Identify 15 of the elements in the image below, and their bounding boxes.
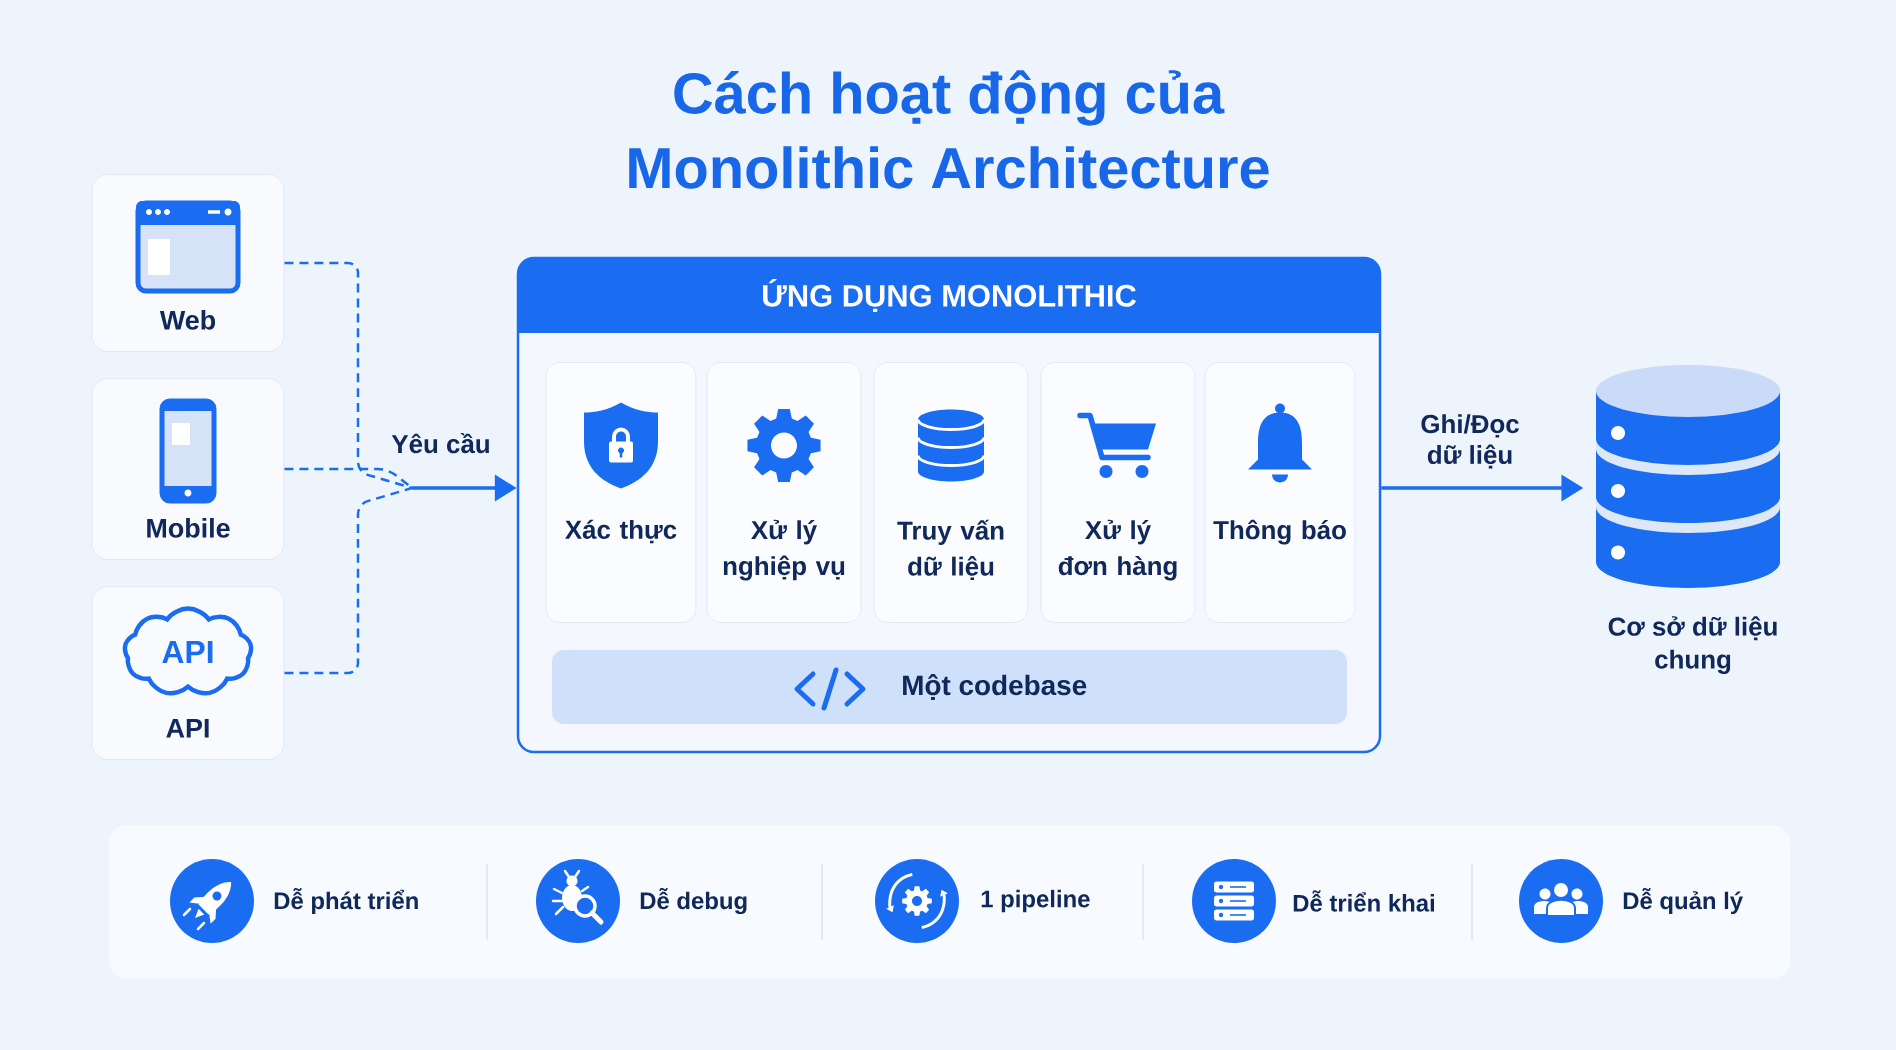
module-card: Xử lý đơn hàng [1040, 362, 1196, 623]
edge-label: Ghi/Đọc dữ liệu [1421, 414, 1519, 469]
feature-label: Dễ triển khai [1293, 890, 1434, 912]
database-caption: Cơ sở dữ liệu chung [1608, 616, 1777, 674]
edge-label: Yêu cầu [391, 433, 489, 454]
feature-label: 1 pipeline [981, 889, 1090, 913]
header-bar: ỨNG DỤNG MONOLITHIC [518, 258, 1380, 333]
title: Cách hoạt động của Monolithic Architecture [629, 70, 1269, 189]
module-card: Xử lý nghiệp vụ [706, 362, 862, 623]
feature-label: Dễ quản lý [1623, 887, 1743, 915]
codebase-bar: Một codebase [552, 650, 1347, 724]
feature-label: Dễ phát triển [274, 887, 418, 915]
module-card: Thông báo [1204, 362, 1356, 623]
feature-label: Dễ debug [640, 887, 747, 915]
connector-line [284, 486, 413, 675]
